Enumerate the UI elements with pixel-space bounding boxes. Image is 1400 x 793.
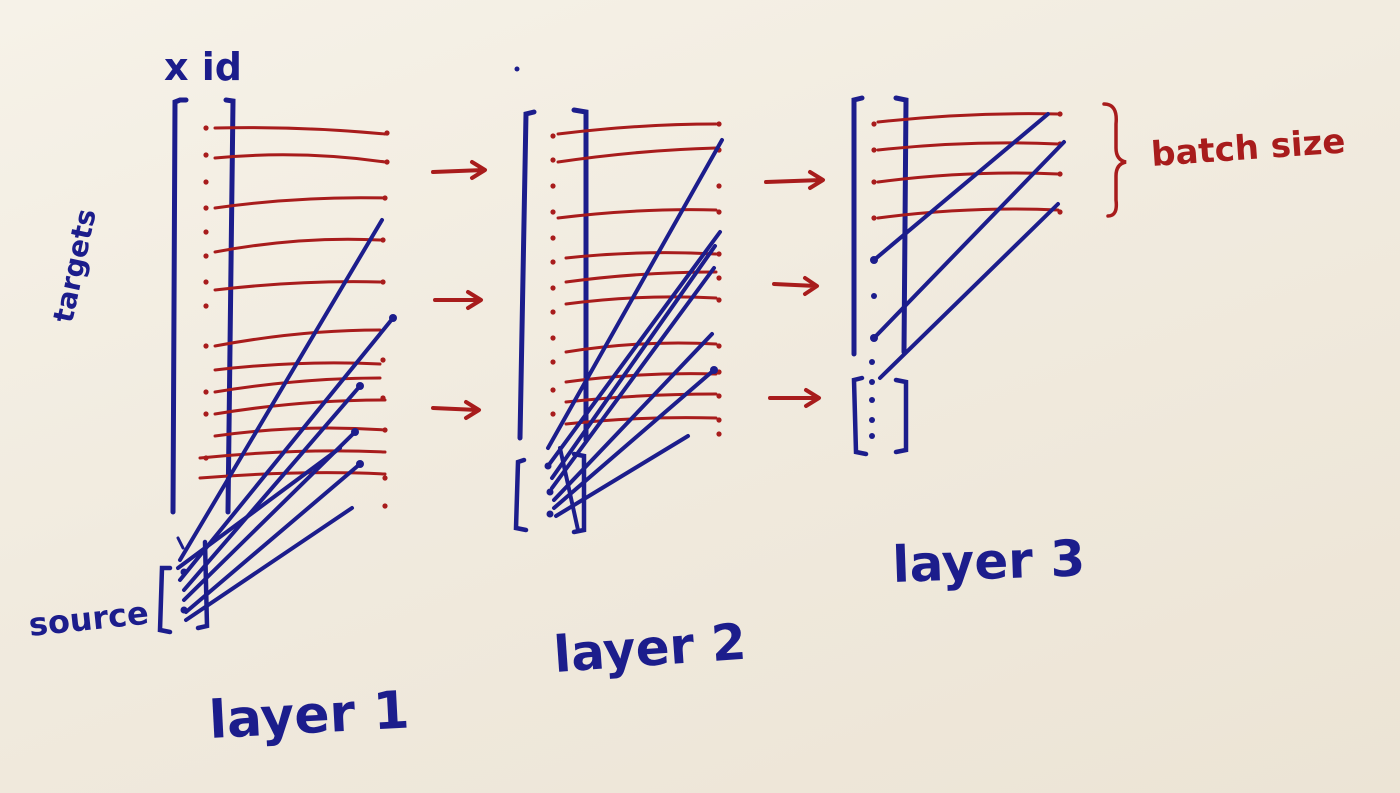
row-line [564,341,718,354]
arrow-icon [764,170,825,190]
edge-line [550,244,717,480]
targets-label: targets [47,206,103,326]
arrow-icon [431,400,481,420]
edge-line [546,230,722,468]
layer-3-group [851,95,1127,457]
layer-3-label: layer 3 [891,529,1086,594]
arrow-icon [433,290,483,310]
row-line [198,449,387,460]
layer-3-source-bracket-left [851,375,869,457]
layer-1-source-bracket-left [157,565,173,635]
layer-2-source-bracket-left [513,457,529,533]
edge-line [550,266,716,490]
layer-1-red-rows [198,126,387,480]
layer-1-left-bracket [170,97,189,515]
layer-2-label: layer 2 [552,613,748,684]
arrow-icon [772,276,819,296]
layer-3-red-rows [876,112,1060,220]
edge-line [872,112,1050,262]
row-line [213,280,382,292]
row-line [213,126,387,136]
row-line [556,208,718,220]
row-line [213,328,382,348]
layer-1-blue-dots [180,314,397,614]
layer-1-label: layer 1 [208,681,411,751]
layer-3-left-bracket [851,95,865,357]
edge-line [878,202,1060,380]
source-label: source [27,594,151,644]
layer-2-red-dots [550,121,722,437]
row-line [876,171,1060,184]
layer-2-blue-edges [546,138,724,532]
edge-line [184,506,354,622]
layer-3-right-bracket [893,95,909,355]
row-line [564,416,718,426]
edge-line [872,140,1066,340]
batch-size-label: batch size [1150,122,1347,175]
layer-3-source-bracket-right [893,377,909,455]
row-line [556,146,718,164]
layer-2-group [513,107,724,535]
layer-1-right-bracket [223,97,236,515]
row-line [213,153,387,164]
layer-2-blue-dots [544,366,718,518]
row-line [213,376,382,394]
edge-line [546,138,724,450]
row-line [564,392,718,404]
row-line [198,471,387,480]
edge-line [176,446,342,570]
layer-1-source-bracket-right [195,539,210,631]
edge-line [552,368,716,510]
edge-line [182,384,362,592]
arrow-icon [768,388,821,408]
title-label: x id [164,45,242,89]
arrows-2-to-3 [764,170,825,408]
edge-line [558,446,580,532]
edge-line [552,332,714,502]
layer-1-red-dots [203,125,390,509]
row-line [213,196,387,210]
edge-line [554,434,690,518]
layer-2-right-bracket [571,107,589,443]
batch-size-brace [1102,102,1127,218]
row-line [213,237,382,254]
layer-1-source-tick [176,536,185,550]
layer-3-blue-dots [869,256,878,439]
layer-2-red-rows [556,122,718,426]
row-line [876,207,1060,220]
row-line [564,295,718,306]
edge-line [184,462,362,614]
row-line [213,398,387,416]
layer-3-blue-edges [872,112,1066,380]
edge-line [178,316,395,582]
layer-1-group [157,97,397,635]
edge-line [178,218,384,562]
row-line [876,112,1060,124]
layer-2-left-bracket [517,109,537,441]
row-line [213,426,387,438]
row-line [564,251,718,260]
arrow-icon [431,160,487,180]
row-line [564,372,718,384]
stray-dot [514,66,520,72]
layer-1-blue-edges [176,218,395,622]
arrows-1-to-2 [431,160,487,420]
row-line [876,141,1060,152]
row-line [556,122,718,136]
